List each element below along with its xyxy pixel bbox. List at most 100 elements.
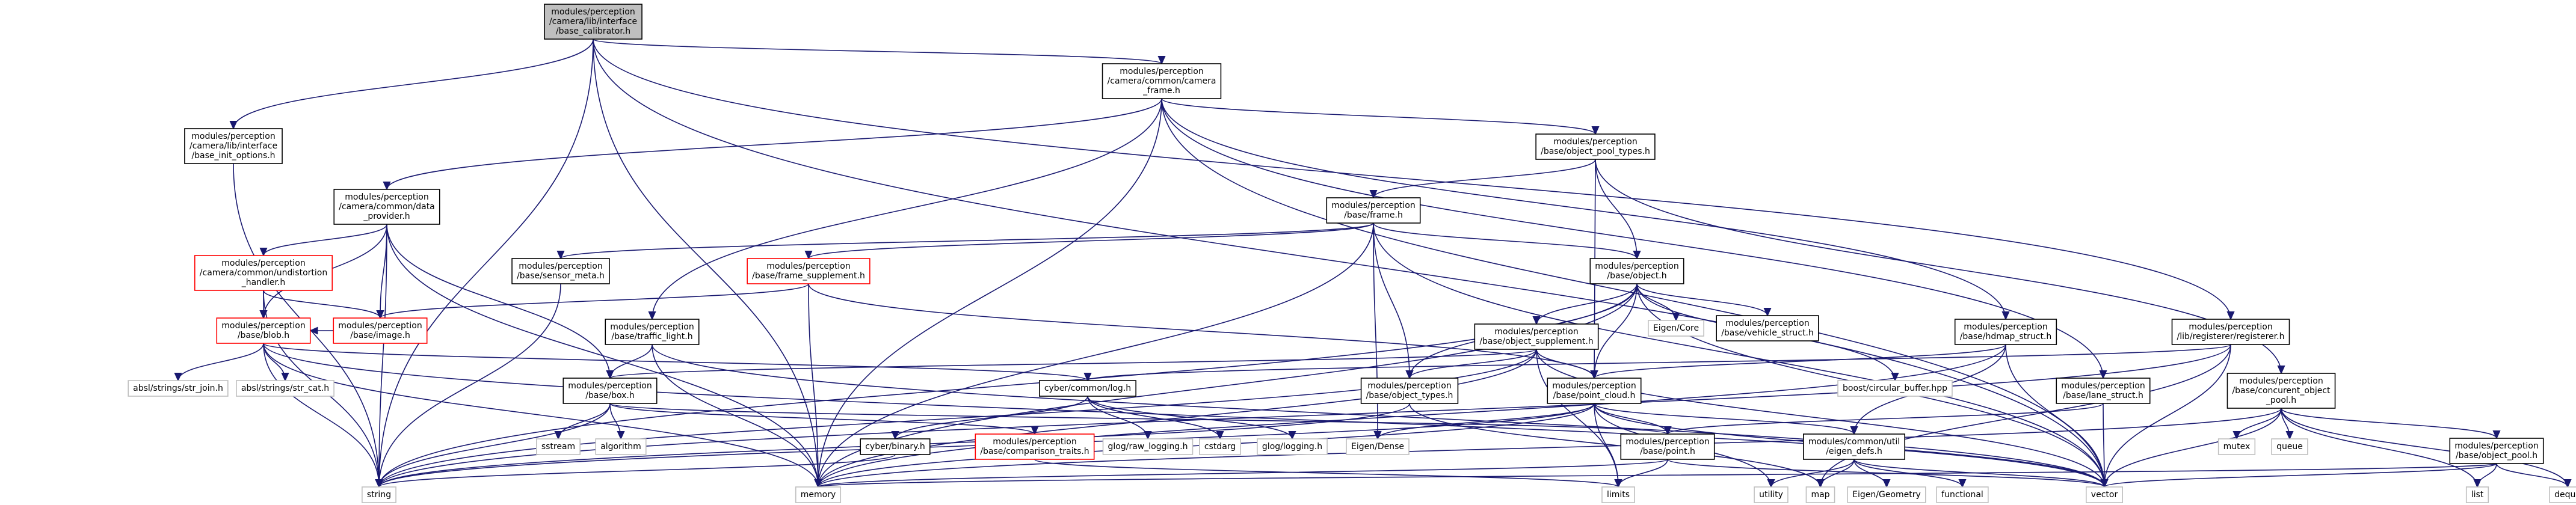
node-frame-supplement[interactable]: modules/perception/base/frame_supplement… <box>747 258 870 284</box>
edge-object-types-to-map <box>1409 403 1820 487</box>
node-label-line: modules/perception <box>1964 322 2047 332</box>
node-label-line: functional <box>1941 490 1983 500</box>
node-object-types[interactable]: modules/perception/base/object_types.h <box>1360 378 1459 404</box>
node-point-cloud[interactable]: modules/perception/base/point_cloud.h <box>1547 378 1642 404</box>
node-label-line: modules/perception <box>1595 262 1678 271</box>
node-label-line: modules/perception <box>610 322 694 332</box>
node-box <box>236 380 334 397</box>
node-concurrent-pool[interactable]: modules/perception/base/concurent_object… <box>2226 373 2336 409</box>
edge-root-to-string <box>379 38 594 487</box>
node-data-provider[interactable]: modules/perception/camera/common/data_pr… <box>333 189 440 225</box>
edge-data-provider-to-box <box>386 224 610 378</box>
node-label-line: /lib/registerer/registerer.h <box>2177 332 2285 341</box>
node-cyber-log[interactable]: cyber/common/log.h <box>1039 380 1136 397</box>
node-comparison-traits[interactable]: modules/perception/base/comparison_trait… <box>975 433 1095 460</box>
node-eigen-defs[interactable]: modules/common/util/eigen_defs.h <box>1803 433 1905 460</box>
node-object-pool-types[interactable]: modules/perception/base/object_pool_type… <box>1535 133 1656 160</box>
node-label-line: modules/perception <box>766 262 850 271</box>
edge-hdmap-struct-to-vector <box>2005 344 2104 487</box>
edge-box-to-sstream <box>558 403 611 439</box>
node-lane-struct[interactable]: modules/perception/base/lane_struct.h <box>2056 378 2151 404</box>
node-label-line: /camera/common/undistortion <box>200 268 327 278</box>
node-vehicle-struct[interactable]: modules/perception/base/vehicle_struct.h <box>1716 315 1819 341</box>
node-object-pool[interactable]: modules/perception/base/object_pool.h <box>2449 438 2544 464</box>
node-box <box>2271 438 2308 455</box>
node-box[interactable]: modules/perception/base/box.h <box>562 378 658 404</box>
node-functional: functional <box>1936 486 1989 503</box>
node-eigen-dense: Eigen/Dense <box>1346 438 1410 455</box>
edge-frame-to-sensor-meta <box>561 222 1374 259</box>
node-label-line: modules/perception <box>1553 137 1637 147</box>
node-box <box>1589 258 1684 284</box>
node-label-line: Eigen/Geometry <box>1852 490 1921 500</box>
node-label-line: /camera/lib/interface <box>190 141 277 151</box>
node-image[interactable]: modules/perception/base/image.h <box>333 317 428 344</box>
node-label-line: absl/strings/str_cat.h <box>241 384 329 393</box>
node-frame[interactable]: modules/perception/base/frame.h <box>1326 197 1421 224</box>
node-label-line: utility <box>1759 490 1783 500</box>
node-cyber-binary[interactable]: cyber/binary.h <box>860 438 931 455</box>
node-label-line: /camera/common/camera <box>1108 76 1216 86</box>
edge-point-cloud-to-limits <box>1594 403 1618 487</box>
node-label-line: modules/perception <box>551 7 635 17</box>
node-undistortion[interactable]: modules/perception/camera/common/undisto… <box>194 255 333 291</box>
edge-object-pool-to-deque <box>2496 463 2568 487</box>
node-label-line: /base/point.h <box>1640 447 1695 456</box>
node-label-line: algorithm <box>600 442 641 451</box>
node-box <box>1199 438 1241 455</box>
node-label-line: /base_calibrator.h <box>556 26 630 36</box>
node-base-init-options[interactable]: modules/perception/camera/lib/interface/… <box>184 128 283 164</box>
node-label-line: /camera/lib/interface <box>549 17 637 26</box>
edge-hdmap-struct-to-point-cloud <box>1594 344 2006 378</box>
node-point[interactable]: modules/perception/base/point.h <box>1620 433 1715 460</box>
edge-data-provider-to-memory <box>386 224 818 487</box>
node-registerer[interactable]: modules/perception/lib/registerer/regist… <box>2171 319 2290 345</box>
node-label-line: mutex <box>2223 442 2251 451</box>
node-object[interactable]: modules/perception/base/object.h <box>1589 258 1684 284</box>
node-label-line: /base/blob.h <box>238 331 289 340</box>
node-box <box>1837 380 1953 397</box>
node-label-line: deque <box>2554 490 2576 500</box>
node-box <box>1102 63 1222 99</box>
node-box <box>362 486 396 503</box>
edge-registerer-to-vector <box>2104 344 2231 487</box>
node-label-line: cyber/common/log.h <box>1044 384 1131 393</box>
node-root[interactable]: modules/perception/camera/lib/interface/… <box>544 4 642 40</box>
node-label-line: modules/perception <box>221 259 305 268</box>
node-object-supplement[interactable]: modules/perception/base/object_supplemen… <box>1474 323 1599 350</box>
node-box <box>2217 438 2256 455</box>
edge-frame-supplement-to-image <box>380 283 809 318</box>
node-label-line: glog/logging.h <box>1262 442 1322 451</box>
node-box <box>747 258 870 284</box>
node-box <box>536 438 581 455</box>
edge-box-to-string <box>379 403 611 487</box>
edge-camera-frame-to-traffic-light <box>652 98 1162 319</box>
node-box <box>544 4 642 40</box>
node-label-line: _handler.h <box>241 278 286 287</box>
edge-blob-to-memory <box>263 343 818 487</box>
node-box <box>1954 319 2057 345</box>
node-label-line: modules/perception <box>1552 381 1636 391</box>
node-label-line: modules/perception <box>519 262 602 271</box>
node-sensor-meta[interactable]: modules/perception/base/sensor_meta.h <box>511 258 610 284</box>
node-label-line: modules/perception <box>1625 437 1709 447</box>
node-label-line: absl/strings/str_join.h <box>133 384 223 393</box>
node-label-line: queue <box>2276 442 2303 451</box>
node-label-line: cyber/binary.h <box>865 442 925 451</box>
node-camera-frame[interactable]: modules/perception/camera/common/camera_… <box>1102 63 1222 99</box>
edge-box-to-point <box>609 403 1668 434</box>
node-box <box>216 317 311 344</box>
edge-cyber-log-to-glog-raw <box>1087 396 1148 439</box>
node-blob[interactable]: modules/perception/base/blob.h <box>216 317 311 344</box>
node-box <box>2056 378 2151 404</box>
node-label-line: modules/perception <box>1367 381 1451 391</box>
node-mutex: mutex <box>2217 438 2256 455</box>
nodes-layer: modules/perception/camera/lib/interface/… <box>128 4 2576 503</box>
edge-concurrent-pool-to-mutex <box>2237 408 2282 439</box>
node-hdmap-struct[interactable]: modules/perception/base/hdmap_struct.h <box>1954 319 2057 345</box>
node-traffic-light[interactable]: modules/perception/base/traffic_light.h <box>605 319 700 345</box>
edge-concurrent-pool-to-memory <box>818 408 2282 487</box>
node-vector: vector <box>2085 486 2124 503</box>
node-box <box>595 438 647 455</box>
